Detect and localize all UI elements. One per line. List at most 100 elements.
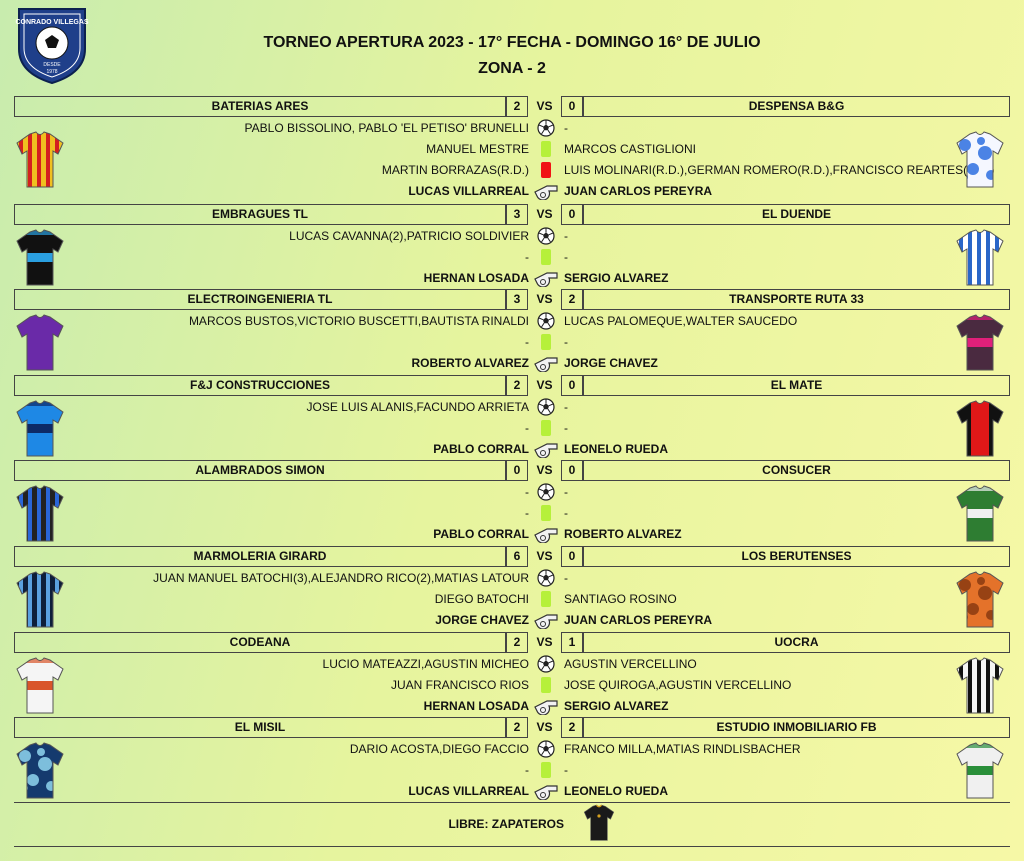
away-referee: LEONELO RUEDA xyxy=(564,784,669,798)
home-score: 0 xyxy=(506,460,528,481)
whistle-icon xyxy=(534,357,558,372)
soccer-ball-icon xyxy=(537,227,555,245)
away-goals: - xyxy=(564,400,568,414)
home-team-name: F&J CONSTRUCCIONES xyxy=(14,375,506,396)
away-jersey-icon xyxy=(956,571,1004,628)
away-team-name: EL DUENDE xyxy=(583,204,1010,225)
away-yellow: JOSE QUIROGA,AGUSTIN VERCELLINO xyxy=(564,678,792,692)
away-yellow: MARCOS CASTIGLIONI xyxy=(564,142,697,156)
away-referee: LEONELO RUEDA xyxy=(564,442,669,456)
goals-row: MARCOS BUSTOS,VICTORIO BUSCETTI,BAUTISTA… xyxy=(0,311,1024,331)
yellow-card-icon xyxy=(541,420,551,436)
away-jersey-icon xyxy=(956,131,1004,188)
home-team-name: ELECTROINGENIERIA TL xyxy=(14,289,506,310)
yellow-card-icon xyxy=(541,334,551,350)
home-team-name: EMBRAGUES TL xyxy=(14,204,506,225)
whistle-icon xyxy=(534,785,558,800)
home-yellow: MANUEL MESTRE xyxy=(426,142,529,156)
away-referee: JUAN CARLOS PEREYRA xyxy=(564,613,713,627)
soccer-ball-icon xyxy=(537,655,555,673)
home-goals: LUCAS CAVANNA(2),PATRICIO SOLDIVIER xyxy=(289,229,529,243)
goals-icon-cell xyxy=(537,569,555,587)
away-team-name: EL MATE xyxy=(583,375,1010,396)
away-referee: SERGIO ALVAREZ xyxy=(564,699,669,713)
home-score: 2 xyxy=(506,375,528,396)
vs-label: VS xyxy=(536,720,553,734)
home-jersey-icon xyxy=(16,131,64,188)
divider xyxy=(14,846,1010,847)
home-score: 2 xyxy=(506,717,528,738)
home-goals: JOSE LUIS ALANIS,FACUNDO ARRIETA xyxy=(306,400,529,414)
away-yellow: SANTIAGO ROSINO xyxy=(564,592,677,606)
logo-text-year: 1978 xyxy=(46,69,57,75)
referee-icon-cell xyxy=(534,269,558,287)
home-yellow: DIEGO BATOCHI xyxy=(434,592,529,606)
goals-row: JOSE LUIS ALANIS,FACUNDO ARRIETA - xyxy=(0,397,1024,417)
away-score: 0 xyxy=(561,204,583,225)
away-score: 0 xyxy=(561,460,583,481)
goals-row: PABLO BISSOLINO, PABLO 'EL PETISO' BRUNE… xyxy=(0,118,1024,138)
yellow-row: -- xyxy=(0,418,1024,438)
home-jersey-icon xyxy=(16,400,64,457)
goals-row: JUAN MANUEL BATOCHI(3),ALEJANDRO RICO(2)… xyxy=(0,568,1024,588)
away-jersey-icon xyxy=(956,485,1004,542)
yellow-card-icon xyxy=(541,591,551,607)
away-yellow: - xyxy=(564,335,568,349)
yellow-icon-cell xyxy=(537,504,555,522)
away-yellow: - xyxy=(564,421,568,435)
soccer-ball-icon xyxy=(537,398,555,416)
page-subtitle: ZONA - 2 xyxy=(478,60,546,77)
away-team-name: UOCRA xyxy=(583,632,1010,653)
home-team-name: BATERIAS ARES xyxy=(14,96,506,117)
yellow-icon-cell xyxy=(537,761,555,779)
home-yellow: - xyxy=(525,506,529,520)
away-jersey-icon xyxy=(956,742,1004,799)
home-team-name: MARMOLERIA GIRARD xyxy=(14,546,506,567)
away-yellow: - xyxy=(564,506,568,520)
away-goals: FRANCO MILLA,MATIAS RINDLISBACHER xyxy=(564,742,801,756)
home-team-name: EL MISIL xyxy=(14,717,506,738)
goals-icon-cell xyxy=(537,483,555,501)
yellow-row: MANUEL MESTRE MARCOS CASTIGLIONI xyxy=(0,139,1024,159)
home-score: 3 xyxy=(506,289,528,310)
away-referee: ROBERTO ALVAREZ xyxy=(564,527,682,541)
yellow-row: -- xyxy=(0,503,1024,523)
logo-text-top: CONRADO VILLEGAS xyxy=(15,19,88,26)
yellow-icon-cell xyxy=(537,419,555,437)
whistle-icon xyxy=(534,700,558,715)
away-team-name: CONSUCER xyxy=(583,460,1010,481)
home-goals: MARCOS BUSTOS,VICTORIO BUSCETTI,BAUTISTA… xyxy=(188,314,529,328)
away-team-name: TRANSPORTE RUTA 33 xyxy=(583,289,1010,310)
yellow-card-icon xyxy=(541,505,551,521)
home-goals: PABLO BISSOLINO, PABLO 'EL PETISO' BRUNE… xyxy=(244,121,529,135)
referee-icon-cell xyxy=(534,440,558,458)
home-jersey-icon xyxy=(16,571,64,628)
home-score: 3 xyxy=(506,204,528,225)
soccer-ball-icon xyxy=(537,569,555,587)
yellow-card-icon xyxy=(541,249,551,265)
home-team-name: CODEANA xyxy=(14,632,506,653)
vs-label: VS xyxy=(536,378,553,392)
goals-icon-cell xyxy=(537,398,555,416)
home-goals: LUCIO MATEAZZI,AGUSTIN MICHEO xyxy=(322,657,529,671)
away-referee: JUAN CARLOS PEREYRA xyxy=(564,184,713,198)
home-goals: - xyxy=(525,485,529,499)
away-goals: - xyxy=(564,485,568,499)
referee-icon-cell xyxy=(534,611,558,629)
home-referee: LUCAS VILLARREAL xyxy=(408,784,529,798)
home-goals: DARIO ACOSTA,DIEGO FACCIO xyxy=(349,742,529,756)
home-team-name: ALAMBRADOS SIMON xyxy=(14,460,506,481)
home-yellow: - xyxy=(525,335,529,349)
away-referee: JORGE CHAVEZ xyxy=(564,356,658,370)
soccer-ball-icon xyxy=(537,740,555,758)
away-score: 0 xyxy=(561,546,583,567)
vs-label: VS xyxy=(536,635,553,649)
away-referee: SERGIO ALVAREZ xyxy=(564,271,669,285)
referee-icon-cell xyxy=(534,354,558,372)
referee-icon-cell xyxy=(534,525,558,543)
away-score: 2 xyxy=(561,289,583,310)
